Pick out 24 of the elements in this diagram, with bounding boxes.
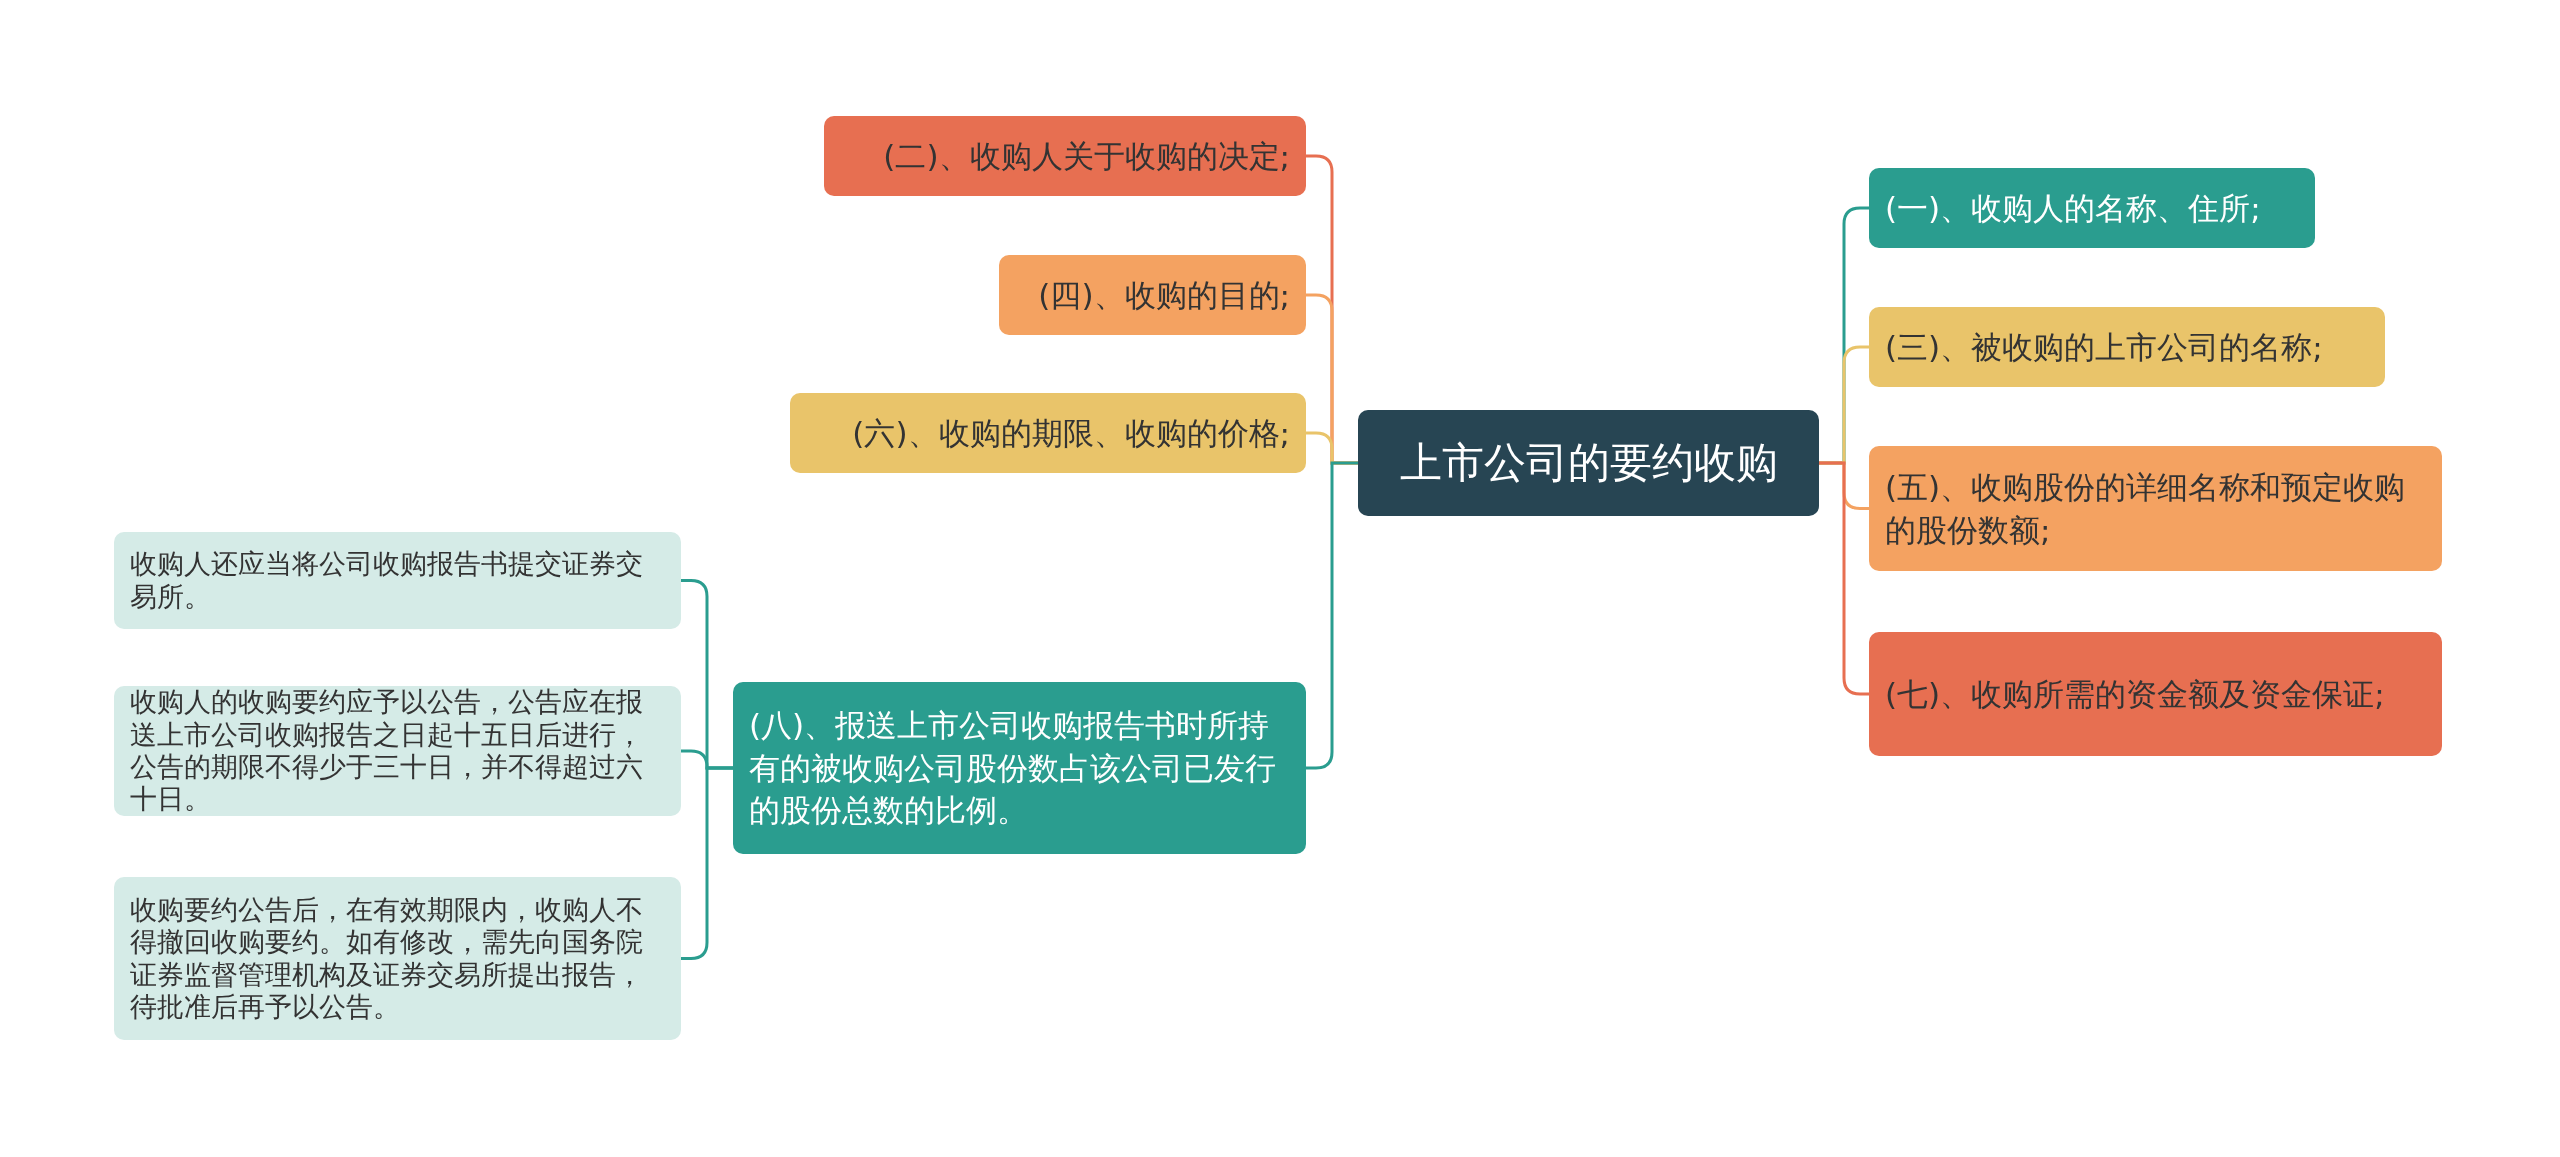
branch-box [1869, 632, 2442, 756]
node-text: 收购人还应当将公司收购报告书提交证券交易所。 [130, 548, 644, 613]
node-text: (三)、被收购的上市公司的名称; [1885, 327, 2323, 367]
branch-box [1869, 446, 2442, 571]
topic-box [1358, 410, 1819, 516]
branch-box [1869, 307, 2385, 387]
node-text: 收购人的收购要约应予以公告，公告应在报送上市公司收购报告之日起十五日后进行，公告的期限不得少于三十日，并不得超过六十日。 [130, 686, 644, 816]
branch-box [824, 116, 1306, 196]
connector-line [1819, 461, 1869, 696]
branch-box [733, 682, 1306, 854]
branch-box [1869, 168, 2315, 248]
branch-box [790, 393, 1306, 473]
topic-text: 上市公司的要约收购 [1399, 437, 1778, 489]
node-text: (二)、收购人关于收购的决定; [882, 136, 1290, 176]
detail-box [114, 532, 681, 629]
detail-box [114, 877, 681, 1040]
node-text: 收购要约公告后，在有效期限内，收购人不得撤回收购要约。如有修改，需先向国务院证券监督管理机构及证券交易所提出报告，待批准后再予以公告。 [130, 893, 644, 1024]
node-text: (八)、报送上市公司收购报告书时所持有的被收购公司股份数占该公司已发行的股份总数的比例。 [749, 705, 1277, 831]
node-text: (四)、收购的目的; [1037, 275, 1290, 315]
node-text: (七)、收购所需的资金额及资金保证; [1885, 674, 2385, 714]
node-text: (五)、收购股份的详细名称和预定收购的股份数额; [1885, 467, 2407, 550]
branch-box [999, 255, 1306, 335]
node-text: (六)、收购的期限、收购的价格; [851, 413, 1290, 453]
node-text: (一)、收购人的名称、住所; [1885, 188, 2261, 228]
